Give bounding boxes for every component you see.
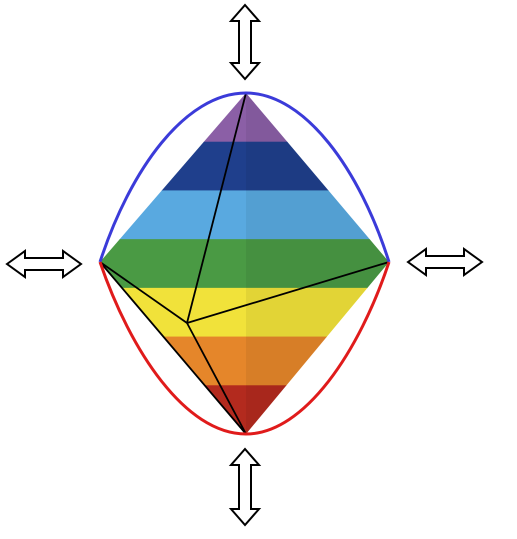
up-down-arrow-icon: [228, 3, 262, 81]
lower-curve: [98, 261, 391, 436]
rainbow-bands: [100, 93, 389, 434]
edge-left-to-front: [99, 261, 188, 324]
edge-top-to-front: [186, 92, 247, 324]
edge-front-to-right: [186, 261, 390, 324]
left-right-arrow-icon: [406, 247, 484, 277]
facet-shade: [246, 93, 389, 434]
edge-front-to-bottom: [186, 322, 247, 435]
left-right-arrow-icon: [5, 249, 83, 279]
up-down-arrow-icon: [228, 447, 262, 527]
rainbow-band: [100, 141, 389, 192]
rainbow-band: [100, 239, 389, 289]
internal-edges: [99, 92, 390, 435]
upper-curve: [98, 91, 391, 263]
edge-left-to-bottom: [99, 261, 247, 435]
rainbow-band: [100, 385, 389, 434]
